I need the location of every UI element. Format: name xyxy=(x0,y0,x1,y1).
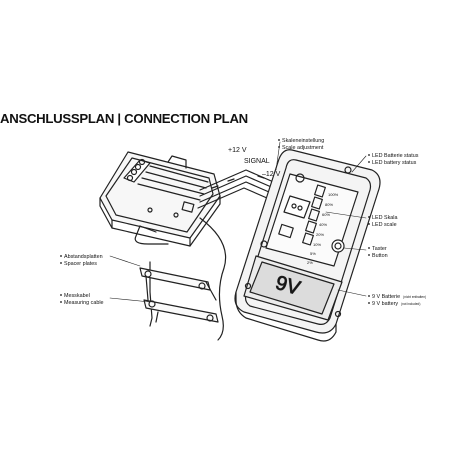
label-spacer-en: Spacer plates xyxy=(64,261,97,267)
label-batt9-en-main: 9 V battery xyxy=(372,301,398,307)
spacer-plates xyxy=(139,267,219,323)
led-value-4: 40% xyxy=(319,222,327,227)
wire-label-plus: +12 V xyxy=(228,147,247,154)
led-value-5: 20% xyxy=(316,232,324,237)
label-batt9-de-main: 9 V Batterie xyxy=(372,294,400,300)
label-scale-de: Skaleneinstellung xyxy=(282,138,324,144)
label-button-en: Button xyxy=(372,253,388,259)
label-scale-en: Scale adjustment xyxy=(282,145,324,151)
display-housing xyxy=(234,149,381,342)
label-led-batt-en: LED battery status xyxy=(372,160,417,166)
led-value-7: 5% xyxy=(310,251,316,256)
label-button-de: Taster xyxy=(372,246,387,252)
label-led-scale-de: LED Skala xyxy=(372,215,397,221)
callout-bullets xyxy=(60,139,370,304)
sensor-housing xyxy=(99,151,221,247)
page-title: ANSCHLUSSPLAN | CONNECTION PLAN xyxy=(0,111,248,126)
label-led-batt-de: LED Batterie status xyxy=(372,153,419,159)
wire-label-minus: –12 V xyxy=(262,171,281,178)
label-batt9-de: 9 V Batterie (nicht enthalten) xyxy=(372,294,426,300)
label-cable-de: Messkabel xyxy=(64,293,90,299)
label-batt9-en-note: (not included) xyxy=(401,302,420,306)
led-value-labels: 100% 80% 60% 40% 20% 10% 5% 2% xyxy=(307,192,339,265)
led-value-6: 10% xyxy=(313,242,321,247)
led-value-1: 100% xyxy=(328,192,339,197)
led-value-3: 60% xyxy=(322,212,330,217)
label-spacer-de: Abstandsplatten xyxy=(64,254,103,260)
led-value-2: 80% xyxy=(325,202,333,207)
label-cable-en: Measuring cable xyxy=(64,300,104,306)
callout-labels: Skaleneinstellung Scale adjustment LED B… xyxy=(64,138,426,307)
wire-label-signal: SIGNAL xyxy=(244,158,270,165)
led-value-8: 2% xyxy=(307,260,313,265)
label-led-scale-en: LED scale xyxy=(372,222,397,228)
label-batt9-en: 9 V battery (not included) xyxy=(372,301,420,307)
leader-lines xyxy=(109,141,367,303)
label-batt9-de-note: (nicht enthalten) xyxy=(403,295,426,299)
